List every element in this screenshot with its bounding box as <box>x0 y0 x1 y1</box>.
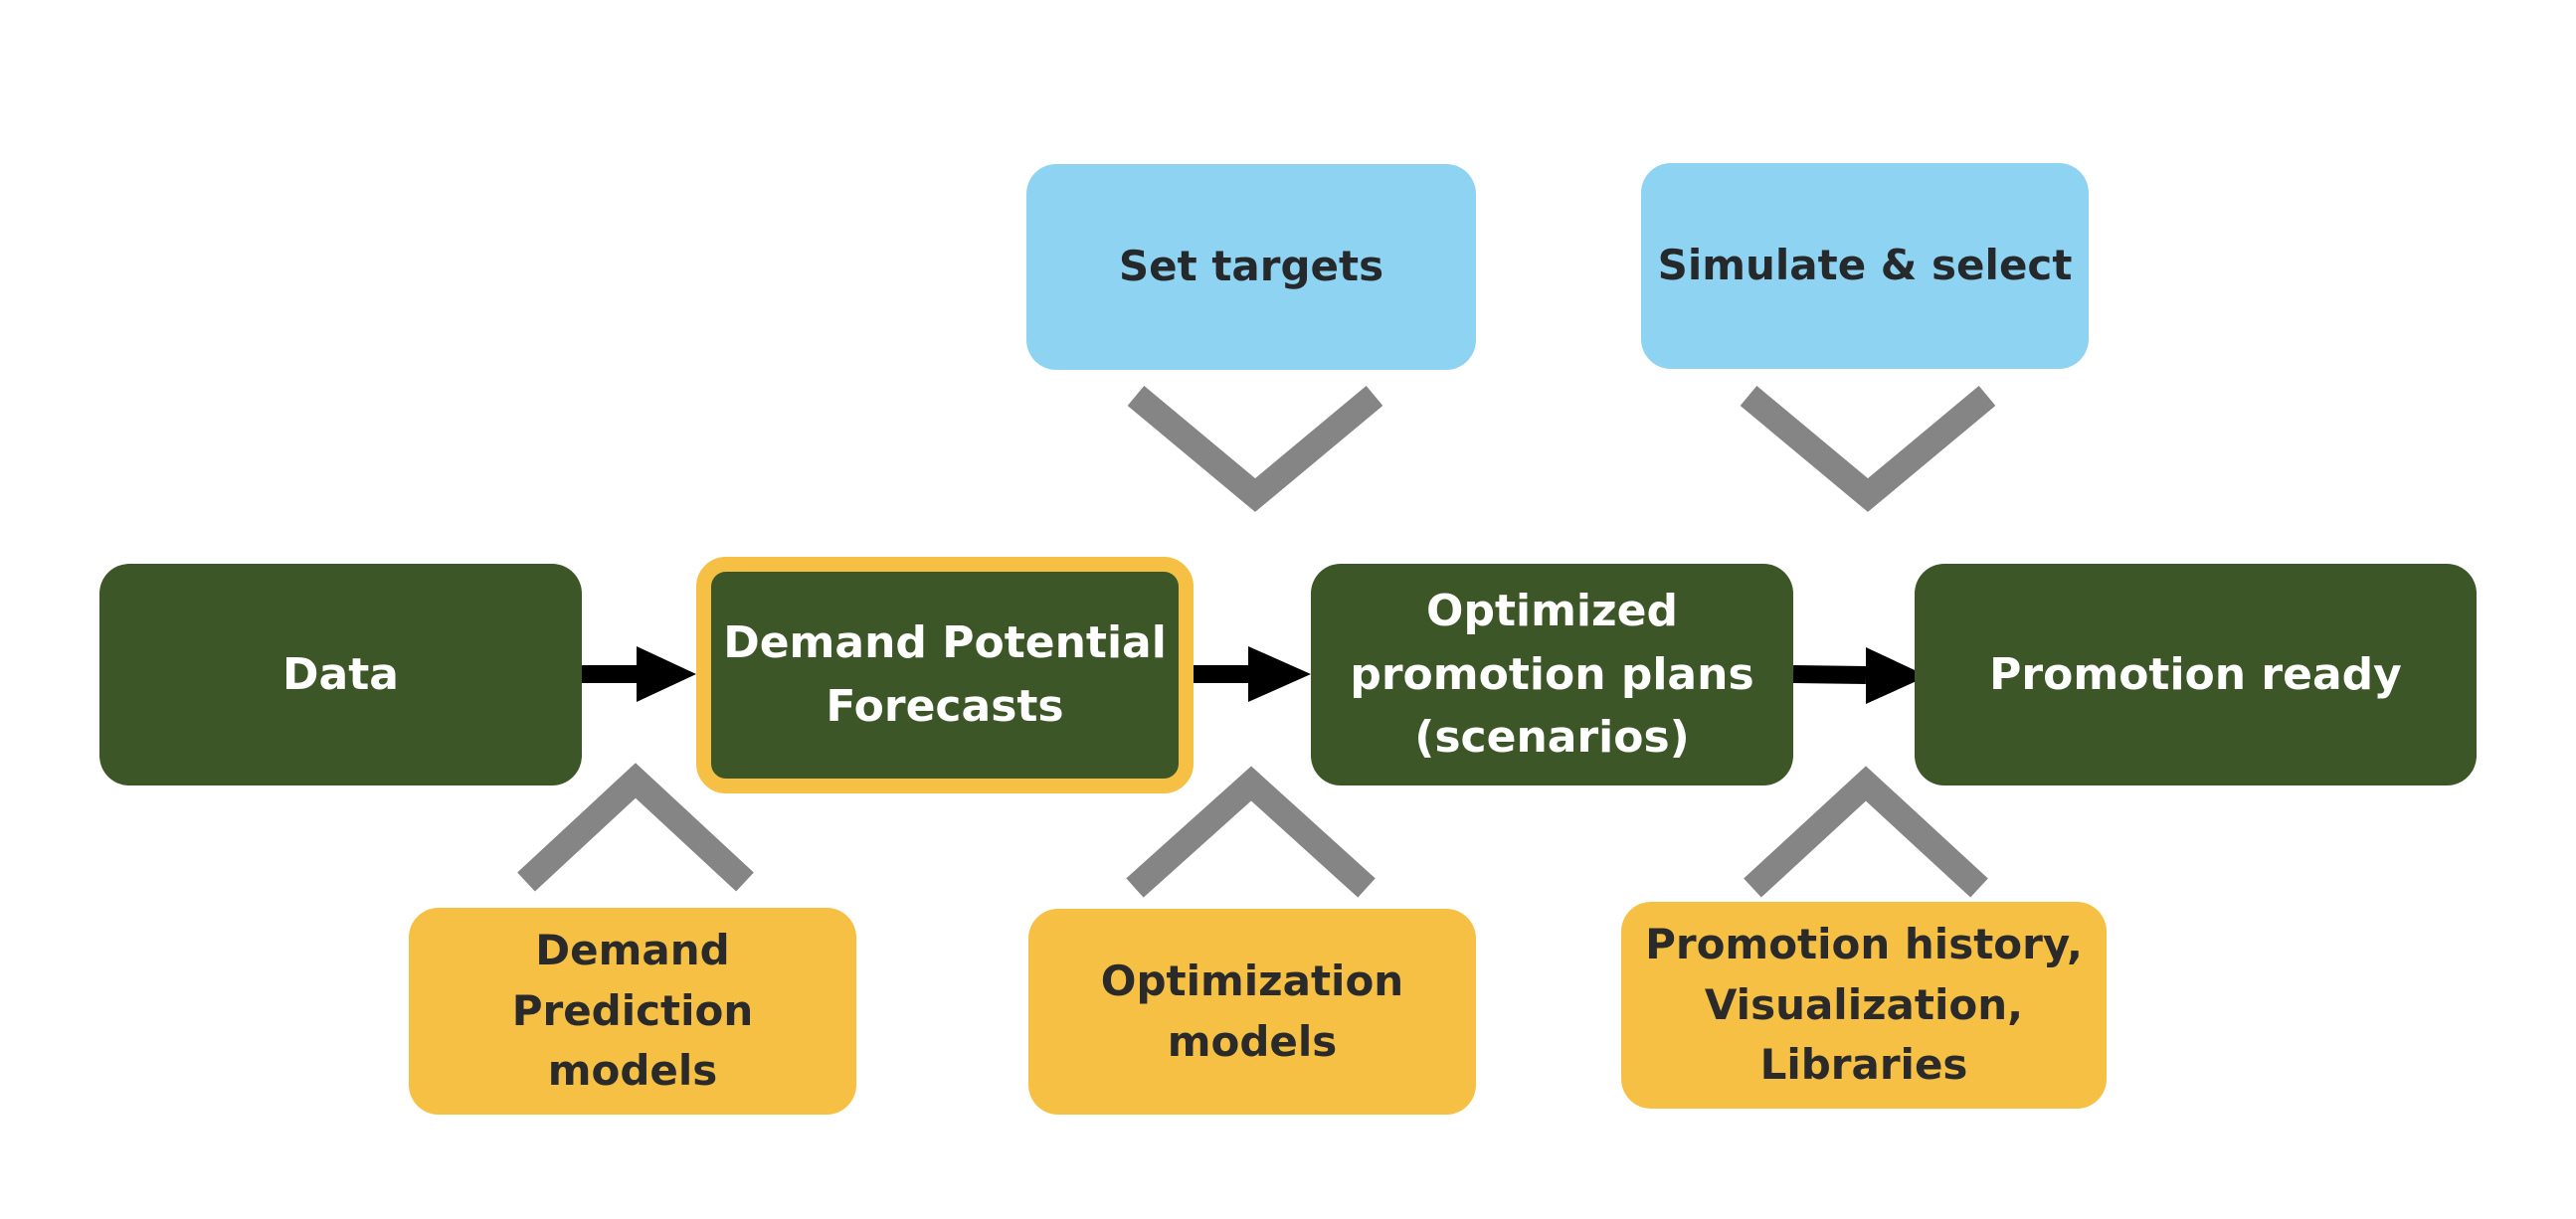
demand-forecasts-label: Demand Potential Forecasts <box>723 617 1167 732</box>
simulate-select-node: Simulate & select <box>1641 163 2089 369</box>
optimization-models-node: Optimization models <box>1028 909 1476 1115</box>
flow-arrow-data-to-forecasts <box>582 646 696 702</box>
flow-arrow-plans-to-ready <box>1792 647 1928 704</box>
demand-models-label: Demand Prediction models <box>511 925 754 1096</box>
data-node-label: Data <box>282 648 399 700</box>
promotion-ready-node: Promotion ready <box>1915 564 2477 785</box>
promotion-ready-label: Promotion ready <box>1989 648 2402 700</box>
chevron-down-icon <box>1740 386 1996 512</box>
flow-arrow-forecasts-to-plans <box>1189 646 1311 702</box>
arrow-right-icon <box>1866 647 1928 704</box>
chevron-up-icon <box>1126 766 1376 898</box>
history-libraries-node: Promotion history, Visualization, Librar… <box>1621 902 2107 1109</box>
data-node: Data <box>99 564 582 785</box>
optimization-models-label: Optimization models <box>1100 956 1404 1066</box>
chevron-up-icon <box>1744 766 1988 898</box>
demand-models-node: Demand Prediction models <box>409 908 856 1115</box>
arrow-right-icon <box>637 646 696 702</box>
chevron-up-icon <box>517 763 754 892</box>
history-libraries-label: Promotion history, Visualization, Librar… <box>1645 919 2083 1090</box>
set-targets-label: Set targets <box>1118 242 1384 291</box>
arrow-right-icon <box>1248 646 1311 702</box>
chevron-down-icon <box>1127 386 1383 512</box>
simulate-select-label: Simulate & select <box>1657 241 2073 290</box>
demand-forecasts-node: Demand Potential Forecasts <box>696 557 1194 793</box>
optimized-plans-label: Optimized promotion plans (scenarios) <box>1350 585 1754 764</box>
optimized-plans-node: Optimized promotion plans (scenarios) <box>1311 564 1793 785</box>
set-targets-node: Set targets <box>1026 164 1476 370</box>
